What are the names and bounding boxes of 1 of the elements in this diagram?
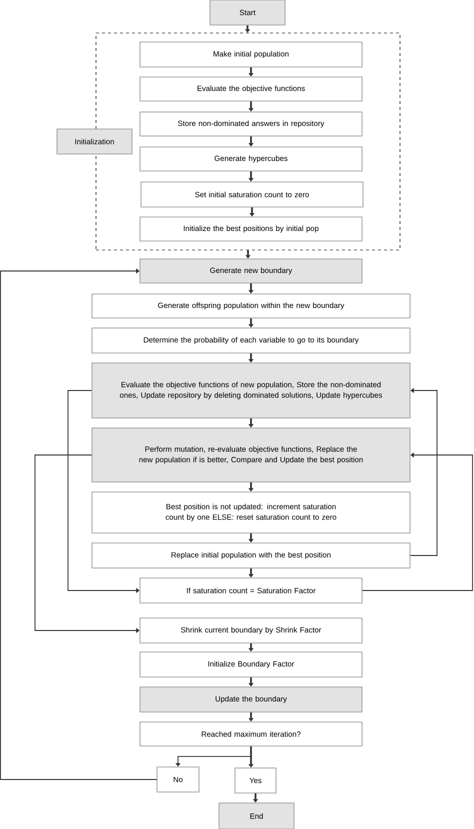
arrow <box>0 268 158 780</box>
